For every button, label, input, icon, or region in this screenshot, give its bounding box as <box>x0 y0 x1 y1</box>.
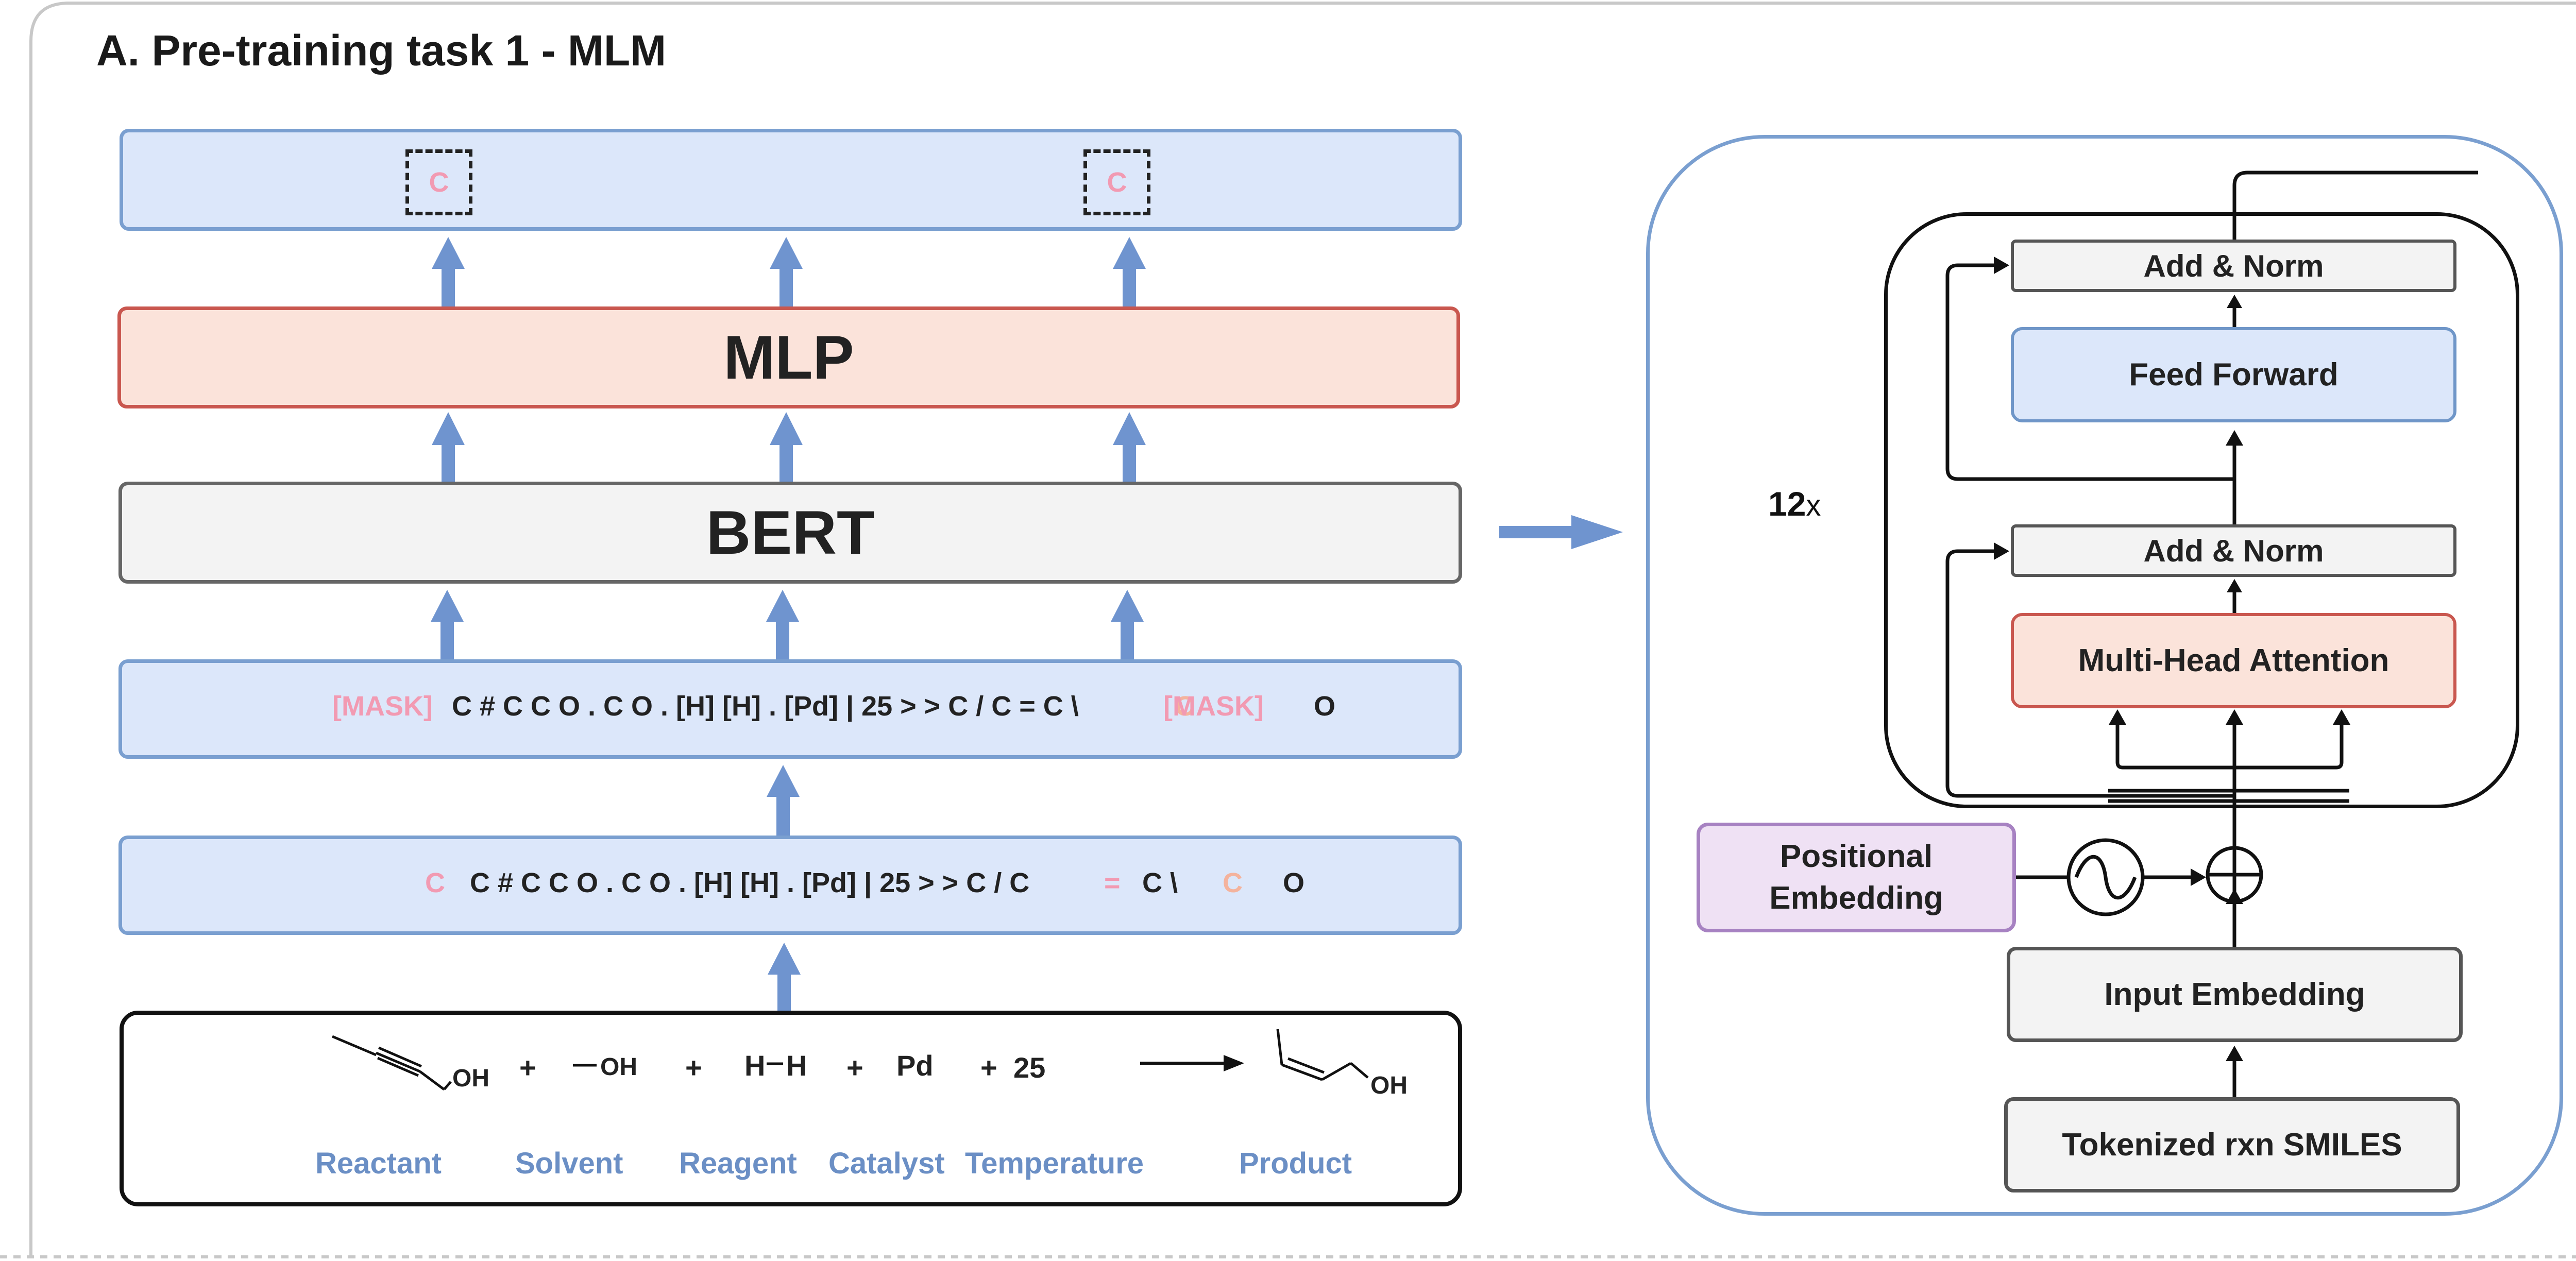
output-token-bar <box>120 129 1462 231</box>
arrow-to-bert-1 <box>431 590 464 659</box>
label-reagent: Reagent <box>679 1147 797 1180</box>
arrow-to-mlp-1 <box>432 412 465 482</box>
add-norm-bottom: Add & Norm <box>2011 524 2456 577</box>
input-token-c-backslash: C \ <box>1142 867 1178 898</box>
plus-3: + <box>846 1051 863 1084</box>
masked-sequence-tail: O <box>1314 691 1336 722</box>
label-product: Product <box>1239 1147 1352 1180</box>
arrow-to-output-2 <box>770 237 803 306</box>
temperature-value: 25 <box>1013 1051 1046 1084</box>
input-sequence-bar <box>118 836 1462 935</box>
mask-token-2: [MASK] <box>1163 691 1264 722</box>
bert-block: BERT <box>118 482 1462 584</box>
reagent-h-left: H <box>744 1049 766 1082</box>
expand-arrow <box>1499 515 1623 549</box>
bert-label: BERT <box>706 498 875 567</box>
predicted-token-2: C <box>1083 149 1150 215</box>
layer-repeat-count: 12x <box>1768 485 1821 523</box>
arrow-to-bert-2 <box>766 590 799 659</box>
predicted-token-1: C <box>405 149 472 215</box>
label-solvent: Solvent <box>515 1147 623 1180</box>
mask-token-1: [MASK] <box>332 691 433 722</box>
encoder-layer-block <box>1884 212 2519 808</box>
reactant-oh: OH <box>452 1065 489 1092</box>
masked-sequence-text: C # C C O . C O . [H] [H] . [Pd] | 25 > … <box>452 691 1079 722</box>
reaction-arrow <box>1140 1055 1244 1071</box>
feed-forward-block: Feed Forward <box>2011 327 2456 422</box>
mlp-label: MLP <box>723 323 854 392</box>
product-structure <box>1276 1029 1369 1081</box>
input-sequence-text: C # C C O . C O . [H] [H] . [Pd] | 25 > … <box>470 867 1030 898</box>
input-token-c2: C <box>1223 867 1243 898</box>
input-sequence-tail: O <box>1283 867 1305 898</box>
figure-title: A. Pre-training task 1 - MLM <box>96 26 667 75</box>
arrow-to-output-3 <box>1113 237 1146 306</box>
arrow-to-bert-3 <box>1111 590 1144 659</box>
positional-embedding-block: Positional Embedding <box>1697 823 2016 932</box>
encoder-panel <box>1646 135 2563 1216</box>
reagent-h-right: H <box>786 1049 807 1082</box>
arrow-to-masked <box>767 765 800 836</box>
plus-4: + <box>980 1051 997 1084</box>
multi-head-attention-block: Multi-Head Attention <box>2011 613 2456 708</box>
label-catalyst: Catalyst <box>828 1147 945 1180</box>
input-embedding-block: Input Embedding <box>2007 947 2463 1042</box>
plus-1: + <box>519 1051 536 1084</box>
arrow-to-mlp-3 <box>1113 412 1146 482</box>
label-reactant: Reactant <box>315 1147 442 1180</box>
arrow-to-mlp-2 <box>770 412 803 482</box>
up-arrows <box>431 237 1146 1011</box>
under-mask-token: C <box>1175 691 1195 722</box>
solvent-oh: OH <box>600 1053 637 1081</box>
tokenized-smiles-block: Tokenized rxn SMILES <box>2004 1097 2460 1192</box>
reactant-structure <box>332 1035 452 1091</box>
product-oh: OH <box>1370 1072 1408 1099</box>
catalyst-pd: Pd <box>896 1049 934 1082</box>
masked-sequence-bar <box>118 659 1462 759</box>
mlp-block: MLP <box>117 306 1460 408</box>
add-norm-top: Add & Norm <box>2011 240 2456 292</box>
arrow-to-output-1 <box>432 237 465 306</box>
input-token-eq: = <box>1104 867 1121 898</box>
input-token-c1: C <box>425 867 445 898</box>
positional-line-1: Positional <box>1780 838 1933 874</box>
reaction-scheme-box <box>120 1011 1462 1206</box>
arrow-to-input <box>768 943 801 1011</box>
label-temperature: Temperature <box>965 1147 1144 1180</box>
positional-line-2: Embedding <box>1769 880 1943 916</box>
plus-2: + <box>685 1051 702 1084</box>
